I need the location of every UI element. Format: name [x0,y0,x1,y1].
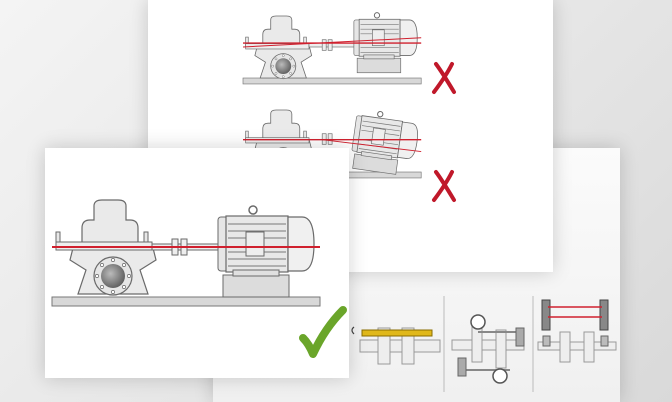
dial-gauge-icon [470,314,486,330]
laser-method [537,299,617,363]
parallel-misalignment-figure [242,12,422,85]
dial-indicator-method [451,314,525,384]
dial-gauge-icon [492,368,508,384]
alignment-methods-illustration [351,296,617,392]
correct-alignment-illustration [51,199,347,358]
motor [217,205,315,298]
check-icon [299,306,347,358]
ruler-icon [361,329,433,337]
cross-icon [432,62,456,94]
correct-alignment-card [45,148,349,378]
aligned-pump-motor-figure [51,199,321,307]
baseplate [51,296,321,307]
straightedge-method [351,326,441,365]
cross-icon [432,170,456,202]
